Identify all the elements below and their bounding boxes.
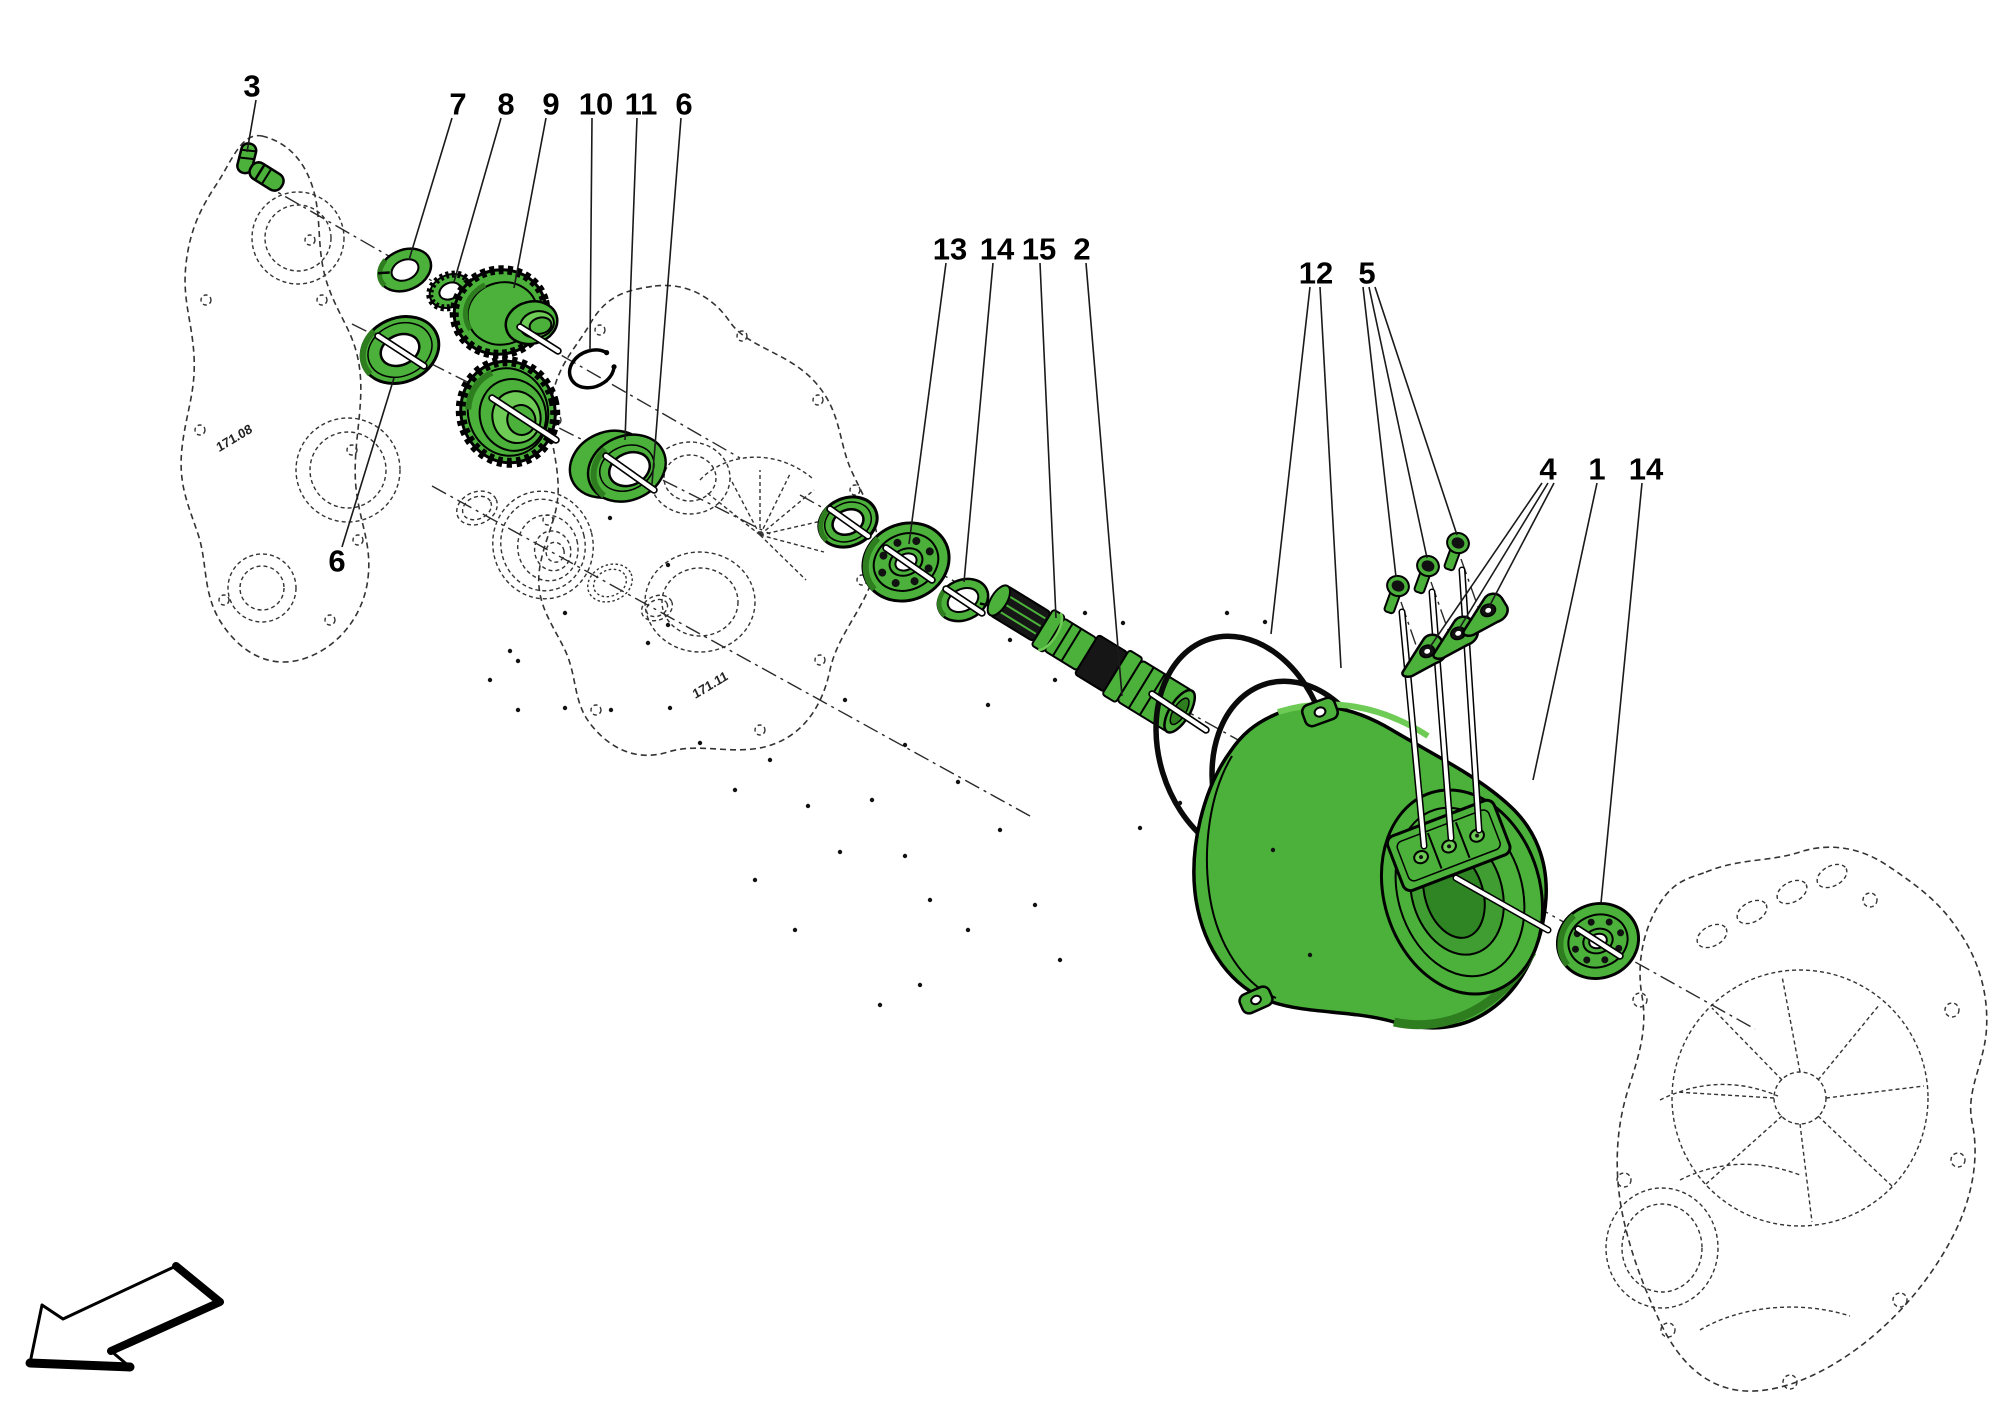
leader-line [453, 117, 502, 283]
callout-label-12[interactable]: 12 [1299, 256, 1333, 291]
reference-gear [492, 490, 594, 600]
spoke-fan [1675, 975, 1925, 1223]
reference-circlip [640, 594, 674, 622]
leader-line [408, 117, 453, 261]
leader-line [246, 99, 257, 153]
housing-ref-label: 171.11 [690, 668, 730, 702]
leader-line [341, 377, 395, 548]
part-7-seal-ring[interactable] [372, 241, 438, 300]
leader-line [1429, 482, 1543, 648]
callout-label-15[interactable]: 15 [1022, 232, 1056, 267]
callout-label-14[interactable]: 14 [980, 232, 1015, 267]
callout-label-14[interactable]: 14 [1629, 452, 1664, 487]
rib-fan [699, 456, 827, 581]
speckle-dots [487, 515, 1313, 1008]
leader-line [1488, 482, 1555, 608]
motor-lug-bottom [1238, 985, 1274, 1015]
leader-line [908, 262, 947, 545]
leader-line [1362, 286, 1397, 578]
front-cover-outline [180, 135, 401, 663]
callout-label-7[interactable]: 7 [449, 87, 466, 122]
leader-line [963, 262, 994, 583]
part-3-union-elbow[interactable] [236, 142, 287, 194]
callout-label-8[interactable]: 8 [497, 87, 514, 122]
leader-line [1319, 286, 1342, 669]
callout-label-9[interactable]: 9 [542, 87, 559, 122]
leader-line [1085, 262, 1123, 697]
leader-line [1374, 286, 1458, 536]
callout-label-5[interactable]: 5 [1358, 256, 1375, 291]
leader-line [624, 117, 638, 441]
part-1-electric-motor[interactable] [1192, 696, 1567, 1030]
gearbox-housing-outline [1605, 846, 1988, 1392]
callout-label-6[interactable]: 6 [328, 544, 345, 579]
leader-line [1532, 482, 1598, 781]
reference-snap-ring [456, 490, 498, 526]
callout-label-11[interactable]: 11 [625, 87, 658, 122]
direction-arrow [25, 1262, 224, 1372]
part-9-gear[interactable] [445, 258, 562, 364]
callout-label-4[interactable]: 4 [1539, 452, 1557, 487]
stud-pointer-lines [1398, 566, 1552, 934]
callout-label-10[interactable]: 10 [579, 87, 613, 122]
callout-label-6[interactable]: 6 [675, 87, 692, 122]
motor-lug-top [1300, 696, 1340, 728]
part-10-snap-ring[interactable] [564, 343, 621, 395]
part-2-primary-shaft[interactable] [978, 574, 1201, 739]
housing-ref-label: 171.08 [214, 421, 254, 455]
callout-label-2[interactable]: 2 [1073, 232, 1090, 267]
leader-line [513, 117, 547, 289]
reference-spring-washer [587, 563, 633, 603]
callout-label-1[interactable]: 1 [1588, 452, 1605, 487]
leader-line [1458, 482, 1549, 630]
callout-label-3[interactable]: 3 [243, 69, 260, 104]
bore-highlights [374, 323, 1624, 960]
leader-line [1368, 286, 1428, 559]
leader-line [589, 117, 593, 351]
top-ports [1696, 863, 1848, 949]
leader-line [1039, 262, 1057, 619]
leader-line [651, 117, 682, 485]
callout-leaders [246, 99, 1643, 904]
callout-label-13[interactable]: 13 [933, 232, 967, 267]
part-5-screws[interactable] [1378, 530, 1472, 616]
leader-line [1600, 482, 1643, 904]
leader-line [1270, 286, 1311, 635]
part-4-retainer-plates[interactable] [1393, 590, 1512, 679]
